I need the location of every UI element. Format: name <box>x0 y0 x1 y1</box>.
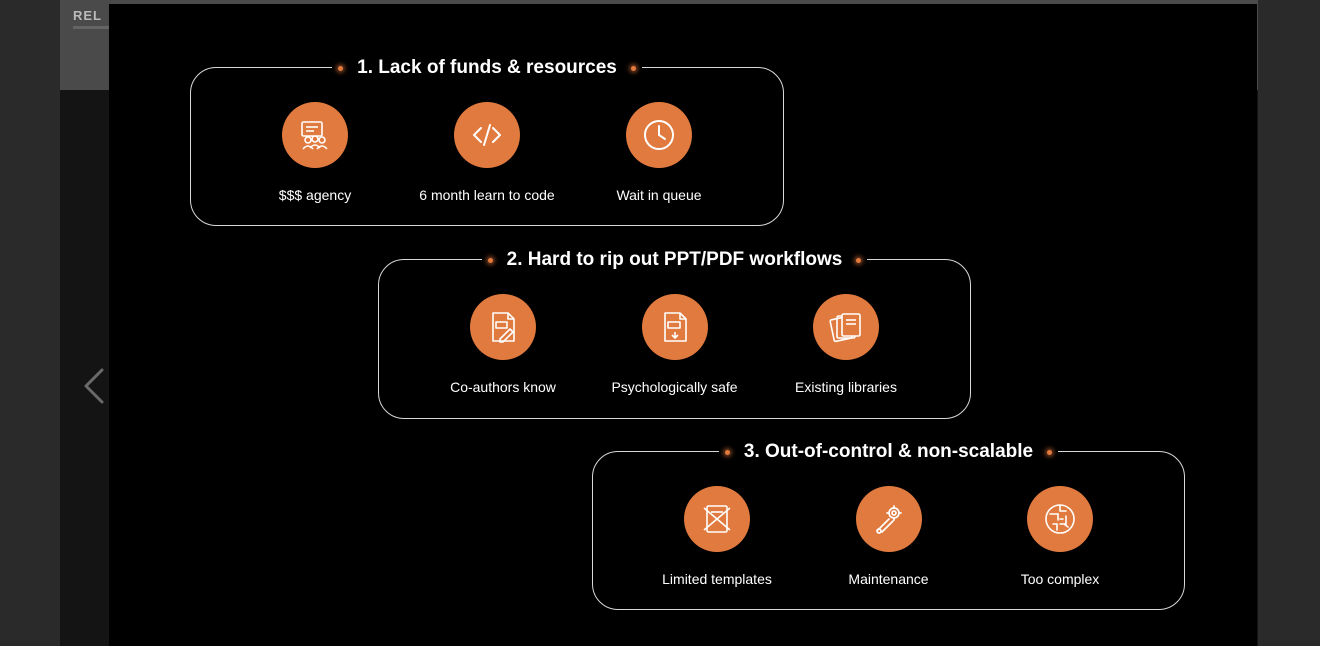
item-label: Psychologically safe <box>611 379 738 395</box>
problem-group-1: 1. Lack of funds & resources $$$ agency <box>190 57 784 226</box>
title-dot <box>630 65 636 71</box>
item-maintenance: Maintenance <box>809 486 969 587</box>
previous-slide-button[interactable] <box>80 366 110 406</box>
group-title-text: 1. Lack of funds & resources <box>357 57 617 78</box>
pdf-document-icon <box>641 294 708 360</box>
group-title-text: 3. Out-of-control & non-scalable <box>743 441 1034 462</box>
problem-group-3: 3. Out-of-control & non-scalable Limited… <box>592 441 1185 610</box>
item-label: 6 month learn to code <box>419 187 555 203</box>
document-stack-icon <box>813 294 879 360</box>
item-label: Too complex <box>1020 571 1100 587</box>
item-wait-in-queue: Wait in queue <box>579 102 739 203</box>
item-label: $$$ agency <box>278 187 352 203</box>
ppt-document-icon <box>470 294 536 360</box>
problem-group-2: 2. Hard to rip out PPT/PDF workflows Co-… <box>378 249 971 419</box>
title-dot <box>487 257 493 263</box>
broken-template-icon <box>684 486 750 552</box>
item-label: Existing libraries <box>795 379 897 395</box>
title-dot <box>338 65 344 71</box>
item-existing-libraries: Existing libraries <box>766 294 926 395</box>
item-label: Limited templates <box>662 571 772 587</box>
item-label: Maintenance <box>848 571 929 587</box>
item-limited-templates: Limited templates <box>637 486 797 587</box>
item-co-authors: Co-authors know <box>423 294 583 395</box>
item-agency: $$$ agency <box>235 102 395 203</box>
title-dot <box>1047 449 1053 455</box>
group-title: 1. Lack of funds & resources <box>191 55 783 81</box>
title-dot <box>856 257 862 263</box>
group-title: 2. Hard to rip out PPT/PDF workflows <box>379 247 970 273</box>
wrench-gear-icon <box>855 486 922 552</box>
chevron-left-icon <box>84 368 104 404</box>
slide-lightbox: 1. Lack of funds & resources $$$ agency <box>109 4 1257 646</box>
clock-icon <box>626 102 692 168</box>
maze-icon <box>1027 486 1093 552</box>
item-label: Wait in queue <box>616 187 702 203</box>
group-title: 3. Out-of-control & non-scalable <box>593 439 1184 465</box>
item-psychologically-safe: Psychologically safe <box>595 294 755 395</box>
agency-people-icon <box>282 102 348 168</box>
item-too-complex: Too complex <box>980 486 1140 587</box>
item-label: Co-authors know <box>450 379 556 395</box>
background-logo-tagline <box>73 26 109 29</box>
code-brackets-icon <box>454 102 520 168</box>
group-title-text: 2. Hard to rip out PPT/PDF workflows <box>506 249 843 270</box>
background-logo: REL <box>73 8 102 23</box>
title-dot <box>724 449 730 455</box>
item-learn-to-code: 6 month learn to code <box>407 102 567 203</box>
